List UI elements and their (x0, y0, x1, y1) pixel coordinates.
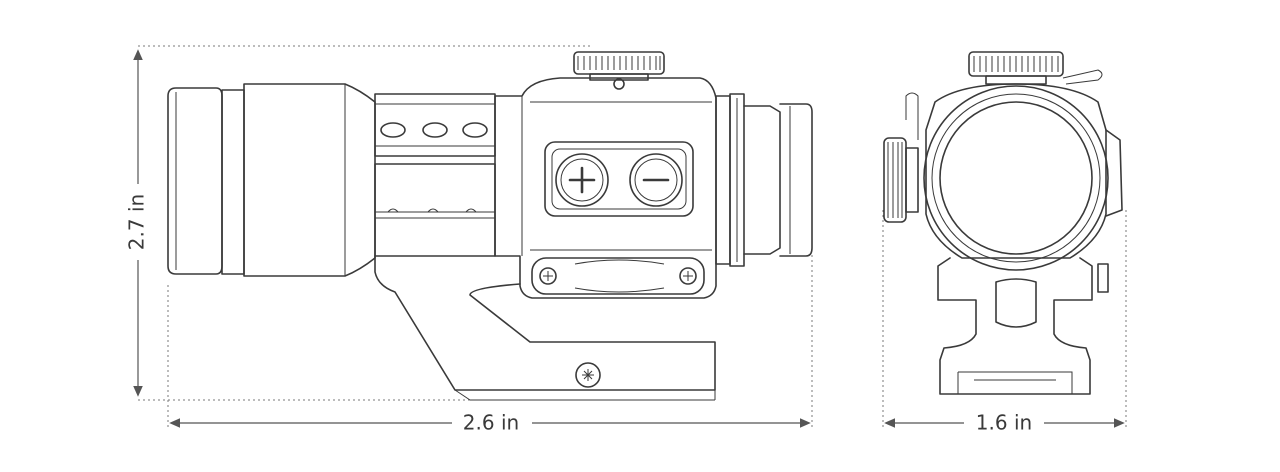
mount-screw (575, 362, 601, 388)
height-dimension: 2.7 in (125, 49, 152, 397)
height-label: 2.7 in (125, 194, 149, 250)
front-housing (925, 83, 1107, 259)
objective-tube (243, 83, 376, 277)
battery-cap (531, 257, 705, 295)
eyepiece (779, 103, 813, 257)
lens (939, 101, 1093, 255)
plus-button[interactable] (555, 153, 609, 207)
front-view (882, 51, 1127, 430)
width-dimension: 1.6 in (884, 410, 1125, 436)
width-label: 1.6 in (976, 411, 1032, 435)
side-view (138, 45, 813, 430)
front-mount (937, 257, 1093, 395)
length-dimension: 2.6 in (169, 410, 811, 436)
lens-housing (923, 85, 1109, 271)
button-panel (544, 141, 694, 217)
minus-button[interactable] (629, 153, 683, 207)
mount-clamp (374, 93, 496, 157)
length-label: 2.6 in (463, 411, 519, 435)
main-housing (494, 77, 717, 299)
plus-icon (568, 166, 596, 194)
